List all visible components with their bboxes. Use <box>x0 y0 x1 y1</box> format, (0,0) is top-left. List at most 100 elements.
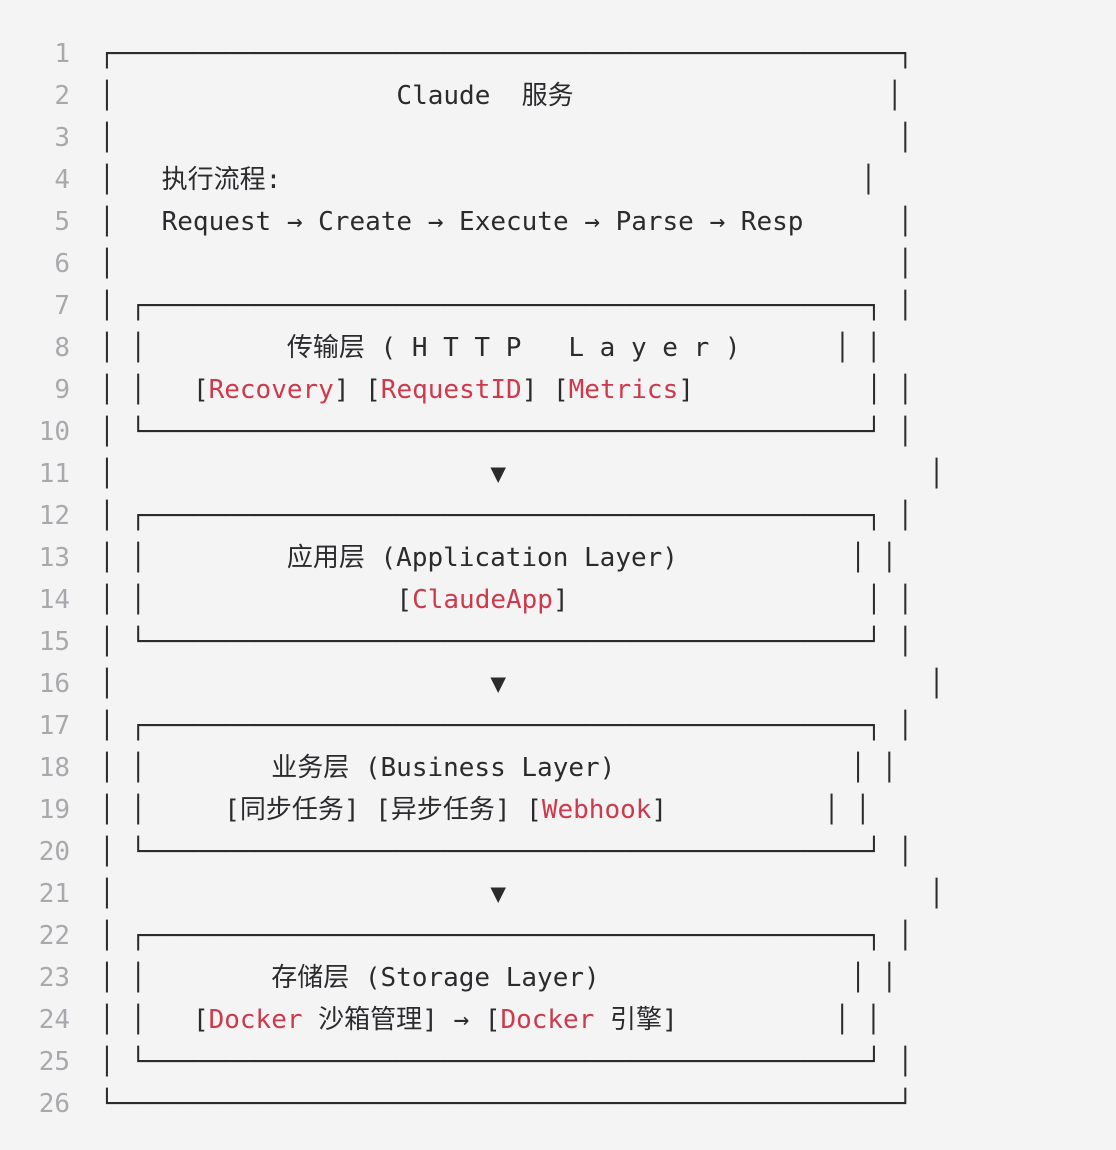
line-number: 13 <box>38 543 70 573</box>
line-content: │ │ [Docker 沙箱管理] → [Docker 引擎] │ │ <box>99 1005 881 1035</box>
highlight-token: Docker <box>208 1005 303 1035</box>
code-line: 9 │ │ [Recovery] [RequestID] [Metrics] │ … <box>0 369 1116 411</box>
text: 沙箱管理] → [ <box>302 1005 501 1035</box>
text: │ <box>99 81 115 111</box>
spacing <box>146 375 193 405</box>
spacing <box>281 165 860 195</box>
text: 应用层 (Application Layer) <box>286 543 678 573</box>
text: │ │ <box>99 585 146 615</box>
code-line: 14│ │ [ClaudeApp] │ │ <box>0 579 1116 621</box>
spacing <box>146 585 396 615</box>
text: │ │ <box>834 333 882 363</box>
highlight-token: RequestID <box>380 375 522 405</box>
line-number: 24 <box>38 1005 70 1035</box>
box-border: ────────────────────────────────────────… <box>145 921 867 951</box>
text: │ │ <box>99 375 146 405</box>
line-number: 17 <box>38 711 70 741</box>
line-content: │ │ [同步任务] [异步任务] [Webhook] │ │ <box>99 795 871 825</box>
spacing <box>115 207 162 237</box>
line-number: 21 <box>38 879 70 909</box>
code-line: 18│ │ 业务层 (Business Layer) │ │ <box>0 747 1116 789</box>
line-content: │ Request → Create → Execute → Parse → R… <box>99 207 913 237</box>
spacing <box>678 1005 835 1035</box>
text: ] <box>678 375 694 405</box>
line-content: │ ▼ │ <box>99 459 944 489</box>
box-border: ────────────────────────────────────────… <box>145 711 867 741</box>
text: │ ┌ <box>99 921 146 951</box>
spacing <box>146 1005 193 1035</box>
line-content: │ └─────────────────────────────────────… <box>99 627 913 657</box>
line-content: │ 执行流程: │ <box>99 165 876 195</box>
spacing <box>115 669 491 699</box>
line-number: 10 <box>38 417 70 447</box>
line-number: 1 <box>54 39 70 69</box>
code-line: 6│ │ <box>0 243 1116 285</box>
line-content: │ └─────────────────────────────────────… <box>99 417 913 447</box>
line-content: │ ┌─────────────────────────────────────… <box>99 921 913 951</box>
spacing <box>115 81 397 111</box>
spacing <box>615 753 850 783</box>
text: ] <box>651 795 668 825</box>
line-number: 7 <box>54 291 70 321</box>
text: │ │ <box>866 585 914 615</box>
text: │ <box>897 123 913 153</box>
line-content: │ ▼ │ <box>99 879 944 909</box>
line-content: │ ┌─────────────────────────────────────… <box>99 711 913 741</box>
line-number: 22 <box>38 921 70 951</box>
text: │ │ <box>850 963 898 993</box>
spacing <box>115 249 898 279</box>
line-number: 25 <box>38 1047 70 1077</box>
box-border: ────────────────────────────────────────… <box>145 1047 867 1077</box>
code-line: 19│ │ [同步任务] [异步任务] [Webhook] │ │ <box>0 789 1116 831</box>
code-line: 1 ┌──────────────────────────────────────… <box>0 33 1116 75</box>
line-number: 23 <box>38 963 70 993</box>
box-border: ────────────────────────────────────────… <box>145 627 867 657</box>
line-content: │ │ [ClaudeApp] │ │ <box>99 585 913 615</box>
text: │ <box>99 165 115 195</box>
code-line: 16│ ▼ │ <box>0 663 1116 705</box>
line-number: 4 <box>54 165 70 195</box>
text: ▼ <box>490 879 506 909</box>
code-line: 15 │ └───────────────────────────────────… <box>0 621 1116 663</box>
highlight-token: Docker <box>500 1005 595 1035</box>
line-content: │ │ <box>99 123 913 153</box>
line-content: │ │ [Recovery] [RequestID] [Metrics] │ │ <box>99 375 913 405</box>
box-border: ────────────────────────────────────────… <box>145 837 867 867</box>
text: │ <box>928 669 945 699</box>
box-border: ────────────────────────────────────────… <box>114 1089 898 1119</box>
line-number: 20 <box>38 837 70 867</box>
line-number: 15 <box>38 627 70 657</box>
text: ▼ <box>490 669 506 699</box>
text: │ <box>897 249 913 279</box>
code-line: 11│ ▼ │ <box>0 453 1116 495</box>
code-line: 2│ Claude 服务 │ <box>0 75 1116 117</box>
line-content: │ └─────────────────────────────────────… <box>99 837 913 867</box>
text: 传输层 <box>286 333 381 363</box>
line-content: ┌───────────────────────────────────────… <box>99 39 913 69</box>
highlight-token: Webhook <box>541 795 652 825</box>
code-line: 5│ Request → Create → Execute → Parse → … <box>0 201 1116 243</box>
line-content: │ Claude 服务 │ <box>99 81 902 111</box>
text: ▼ <box>490 459 506 489</box>
text: ┐ <box>897 39 913 69</box>
code-line: 17 │ ┌───────────────────────────────────… <box>0 705 1116 747</box>
text: │ │ <box>99 753 146 783</box>
text: │ <box>928 459 945 489</box>
line-number: 9 <box>54 375 70 405</box>
line-number: 18 <box>38 753 70 783</box>
line-content: │ ┌─────────────────────────────────────… <box>99 291 913 321</box>
text: │ ┌ <box>99 291 146 321</box>
line-content: │ └─────────────────────────────────────… <box>99 1047 913 1077</box>
text: ] <box>552 585 569 615</box>
spacing <box>569 585 866 615</box>
text: ┘ │ <box>866 1047 913 1077</box>
text: └ <box>99 1089 115 1119</box>
spacing <box>506 459 929 489</box>
text: │ ┌ <box>99 711 146 741</box>
line-content: │ │ 传输层 (HTTP Layer) │ │ <box>99 333 881 363</box>
text: │ │ <box>99 1005 146 1035</box>
spacing <box>115 879 491 909</box>
text: │ <box>99 249 115 279</box>
spacing <box>146 795 224 825</box>
text: ┐ │ <box>866 501 913 531</box>
